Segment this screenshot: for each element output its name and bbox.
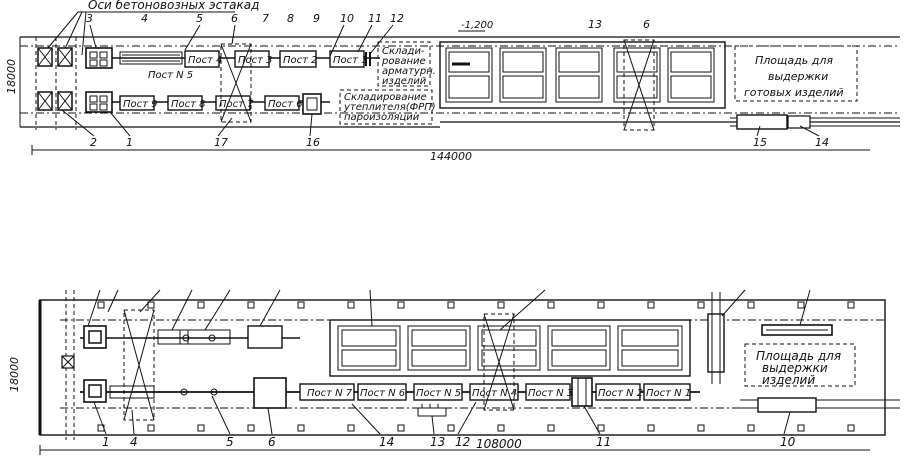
bottom-post-4-label: Пост N 4: [472, 388, 517, 399]
bottom-callout-12: 12: [455, 435, 470, 449]
top-post-1-label: Пост 1: [333, 55, 368, 66]
level-mark: -1,200: [461, 20, 493, 31]
top-left-molding-units: [37, 47, 113, 113]
top-callout-14: 14: [815, 136, 829, 149]
bottom-post-6-label: Пост N 6: [360, 388, 405, 399]
top-post-4-label: Пост 4: [188, 55, 223, 66]
bottom-post-4: [469, 383, 519, 401]
rebar-storage-line-2: рование: [381, 56, 426, 67]
bottom-aging-area-line-3: изделий: [762, 373, 815, 387]
top-callout-9: 9: [313, 12, 320, 25]
bottom-callout-4: 4: [130, 435, 138, 449]
top-callout-6b: 6: [643, 18, 650, 31]
insulation-storage-line-3: пароизоляции: [344, 112, 420, 123]
bottom-post-3: [525, 383, 571, 401]
top-curing-chambers: [439, 39, 726, 131]
top-post-3-label: Пост 3: [238, 55, 273, 66]
top-post-7: [215, 95, 251, 111]
bottom-curing-chambers: [329, 313, 691, 411]
top-callout-6: 6: [231, 12, 238, 25]
bottom-post-3-label: Пост N 3: [528, 388, 573, 399]
bottom-callout-14: 14: [379, 435, 394, 449]
bottom-plan: Пост N 7 Пост N 6 Пост N 5 Пост N 4 Пост…: [8, 289, 900, 455]
top-post-2: [279, 50, 317, 68]
top-callout-10: 10: [340, 12, 354, 25]
top-post-5-label: Пост N 5: [148, 70, 193, 81]
bottom-callout-13: 13: [430, 435, 445, 449]
bottom-aging-area-line-1: Площадь для: [756, 349, 841, 363]
top-callout-16: 16: [306, 136, 320, 149]
bottom-post-1: [643, 383, 691, 401]
rebar-storage-line-1: Склади-: [382, 46, 425, 57]
insulation-storage-line-1: Складирование: [344, 92, 427, 103]
top-callout-17: 17: [214, 136, 228, 149]
top-post-2-label: Пост 2: [283, 55, 318, 66]
bottom-post-7-label: Пост N 7: [307, 388, 353, 399]
bottom-post-2: [595, 383, 641, 401]
top-callout-11: 11: [368, 12, 382, 25]
bottom-post-5: [413, 383, 463, 401]
bottom-callout-10: 10: [780, 435, 796, 449]
top-height-dimension: 18000: [5, 59, 18, 94]
bottom-columns: [97, 301, 855, 432]
bottom-post-2-label: Пост N 2: [598, 388, 643, 399]
top-post-8-label: Пост 8: [171, 99, 206, 110]
top-length-dimension: 144000: [430, 150, 472, 163]
top-callout-13: 13: [588, 18, 602, 31]
bottom-callout-6: 6: [268, 435, 276, 449]
rebar-storage-line-3: арматурн.: [382, 66, 436, 77]
top-aging-area-line-3: готовых изделий: [744, 86, 844, 99]
bottom-post-7: [299, 383, 355, 401]
rebar-storage-line-4: изделий: [382, 76, 427, 87]
top-post-9-label: Пост 9: [123, 99, 158, 110]
bottom-post-5-label: Пост N 5: [416, 388, 461, 399]
top-callout-5: 5: [196, 12, 203, 25]
bottom-callout-11: 11: [596, 435, 611, 449]
top-callout-4: 4: [141, 12, 148, 25]
bottom-post-6: [357, 383, 407, 401]
bottom-height-dimension: 18000: [8, 357, 21, 392]
bottom-callout-5: 5: [226, 435, 234, 449]
concrete-trestle-axes-label: Оси бетоновозных эстакад: [88, 0, 259, 12]
top-callout-8: 8: [287, 12, 294, 25]
top-callout-15: 15: [753, 136, 767, 149]
top-post-6: [264, 95, 300, 111]
top-post-1: [329, 50, 365, 68]
top-post-9: [119, 95, 155, 111]
top-post-7-label: Пост 7: [219, 99, 254, 110]
top-callout-2: 2: [90, 136, 97, 149]
top-aging-area-line-2: выдержки: [768, 70, 828, 83]
bottom-length-dimension: 108000: [476, 437, 522, 451]
top-callout-12: 12: [390, 12, 404, 25]
top-callout-7: 7: [262, 12, 269, 25]
top-callout-1: 1: [126, 136, 133, 149]
top-callout-3: 3: [86, 12, 93, 25]
top-post-6-label: Пост 6: [268, 99, 303, 110]
top-post-8: [167, 95, 203, 111]
insulation-storage-line-2: утеплителя(ФРП): [343, 102, 436, 113]
bottom-post-1-label: Пост N 1: [646, 388, 691, 399]
bottom-callout-1: 1: [102, 435, 110, 449]
top-plan: Оси бетоновозных эстакад: [5, 0, 900, 163]
bottom-aging-area-line-2: выдержки: [762, 361, 828, 375]
top-aging-area-line-1: Площадь для: [755, 54, 833, 67]
top-post-4: [184, 50, 220, 68]
